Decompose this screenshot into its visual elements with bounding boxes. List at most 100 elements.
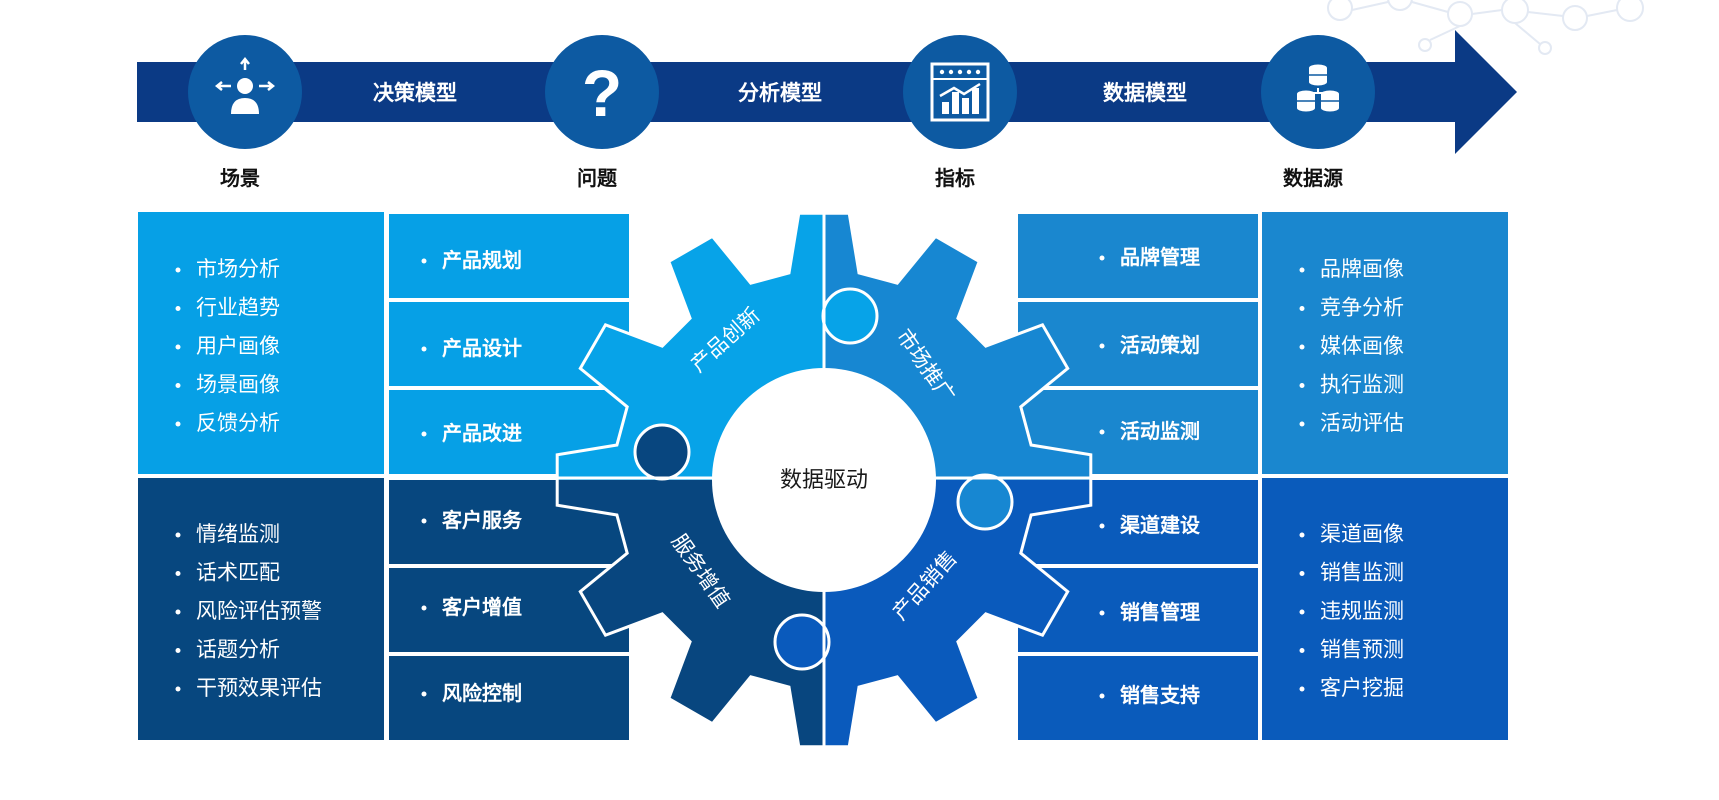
right-bottom-list-text: 渠道画像 [1320, 523, 1404, 546]
question-mark-icon: ? [582, 56, 622, 130]
right-bottom-list-item: 销售预测 [1299, 639, 1404, 662]
right-bottom-list-text: 客户挖掘 [1320, 677, 1404, 700]
decorative-network [1327, 0, 1644, 55]
inner-right-top-1-text: 品牌管理 [1120, 245, 1200, 269]
left-top-list-text: 市场分析 [196, 258, 280, 281]
arrow-band [137, 30, 1517, 154]
inner-left-bottom-1-text: 客户服务 [441, 508, 523, 532]
bullet [1099, 693, 1105, 699]
left-top-list-item: 反馈分析 [175, 412, 280, 435]
left-bottom-list-item: 话题分析 [175, 639, 280, 662]
bullet [1299, 383, 1305, 388]
right-top-list-item: 品牌画像 [1299, 258, 1404, 281]
right-top-list-item: 竞争分析 [1299, 297, 1404, 320]
inner-left-bottom-3-text: 风险控制 [442, 681, 522, 705]
bullet [1099, 610, 1105, 616]
left-top-list-text: 行业趋势 [196, 297, 280, 320]
bullet [1099, 523, 1105, 529]
connector-label-3: 数据模型 [1103, 81, 1187, 105]
left-bottom-list-item: 干预效果评估 [175, 677, 322, 700]
bullet [1299, 306, 1305, 311]
connector-label-2: 分析模型 [738, 81, 822, 105]
bullet [175, 532, 181, 538]
person-arrows-icon [214, 56, 276, 114]
puzzle-knob-4 [773, 613, 831, 671]
panel-left-top [138, 212, 384, 474]
bullet [175, 609, 181, 615]
puzzle-knob-3 [956, 473, 1014, 531]
inner-left-top-1-item: 产品规划 [421, 248, 522, 272]
inner-right-bottom-3-item: 销售支持 [1099, 683, 1200, 707]
connector-label-1: 决策模型 [373, 81, 457, 105]
cell-right-top-1 [1018, 214, 1258, 298]
bullet [1099, 255, 1105, 261]
left-top-list-item: 场景画像 [175, 374, 280, 397]
stage-label: 问题 [577, 167, 618, 190]
bullet [421, 258, 427, 264]
left-bottom-list-text: 干预效果评估 [196, 677, 322, 700]
cell-left-top-1 [389, 214, 629, 298]
left-bottom-list-text: 话术匹配 [196, 562, 280, 585]
stage-label: 数据源 [1283, 166, 1343, 190]
left-bottom-list-item: 风险评估预警 [175, 600, 322, 623]
inner-right-bottom-2-text: 销售管理 [1120, 600, 1200, 624]
left-bottom-list-item: 话术匹配 [175, 562, 280, 585]
center-label: 数据驱动 [780, 467, 868, 492]
flow-stage-2: ? 问题 [545, 35, 659, 190]
bullet [1099, 429, 1105, 435]
bullet [175, 686, 181, 692]
flow-stage-4: 数据源 [1261, 35, 1375, 190]
left-bottom-list-text: 情绪监测 [196, 523, 280, 546]
left-top-list-item: 市场分析 [175, 258, 280, 281]
cell-right-bottom-3 [1018, 656, 1258, 740]
database-icon [1297, 64, 1339, 112]
bullet [1299, 267, 1305, 273]
inner-right-bottom-1-item: 渠道建设 [1099, 513, 1200, 537]
right-top-list-text: 活动评估 [1320, 412, 1404, 435]
chart-board-icon [930, 62, 990, 122]
bullet [175, 344, 181, 350]
inner-left-bottom-2-item: 客户增值 [421, 595, 522, 619]
inner-left-bottom-1-item: 客户服务 [421, 508, 523, 532]
bullet [421, 346, 427, 352]
flow-stage-3: 指标 [903, 35, 1017, 190]
bullet [1299, 571, 1305, 576]
bullet [175, 267, 181, 273]
puzzle-knob-1 [821, 287, 879, 345]
right-top-list-item: 媒体画像 [1299, 335, 1404, 358]
inner-right-bottom-2-item: 销售管理 [1099, 600, 1200, 624]
left-top-list-text: 场景画像 [196, 374, 280, 397]
left-top-list-text: 用户画像 [196, 335, 280, 358]
right-bottom-list-item: 客户挖掘 [1299, 677, 1404, 700]
right-bottom-list-text: 销售监测 [1320, 562, 1404, 585]
left-top-list-item: 行业趋势 [175, 297, 280, 320]
bullet [1299, 532, 1305, 538]
panel-right-top [1262, 212, 1508, 474]
cell-left-bottom-2 [389, 568, 629, 652]
inner-left-bottom-2-text: 客户增值 [441, 595, 522, 619]
inner-right-top-3-item: 活动监测 [1099, 420, 1200, 443]
flow-stages: 场景?问题指标数据源 [188, 35, 1375, 190]
puzzle-knob-2 [633, 423, 691, 481]
stage-circle [545, 35, 659, 149]
panel-left-bottom [138, 478, 384, 740]
right-top-list-text: 执行监测 [1320, 374, 1404, 397]
right-bottom-list-item: 违规监测 [1299, 600, 1404, 623]
right-bottom-list-text: 销售预测 [1320, 639, 1404, 662]
inner-left-top-1-text: 产品规划 [442, 248, 522, 272]
bullet [421, 691, 427, 697]
left-bottom-list-text: 话题分析 [196, 639, 280, 662]
left-bottom-list-text: 风险评估预警 [196, 600, 322, 623]
lists: 市场分析行业趋势用户画像场景画像反馈分析情绪监测话术匹配风险评估预警话题分析干预… [175, 245, 1404, 707]
bullet [175, 648, 181, 653]
panel-right-bottom [1262, 478, 1508, 740]
inner-left-bottom-3-item: 风险控制 [421, 681, 522, 705]
bullet [175, 383, 181, 388]
bullet [175, 571, 181, 576]
bullet [175, 306, 181, 311]
left-bottom-list-item: 情绪监测 [175, 523, 280, 546]
stage-label: 指标 [935, 166, 975, 190]
bullet [421, 431, 427, 437]
right-bottom-list-item: 销售监测 [1299, 562, 1404, 585]
